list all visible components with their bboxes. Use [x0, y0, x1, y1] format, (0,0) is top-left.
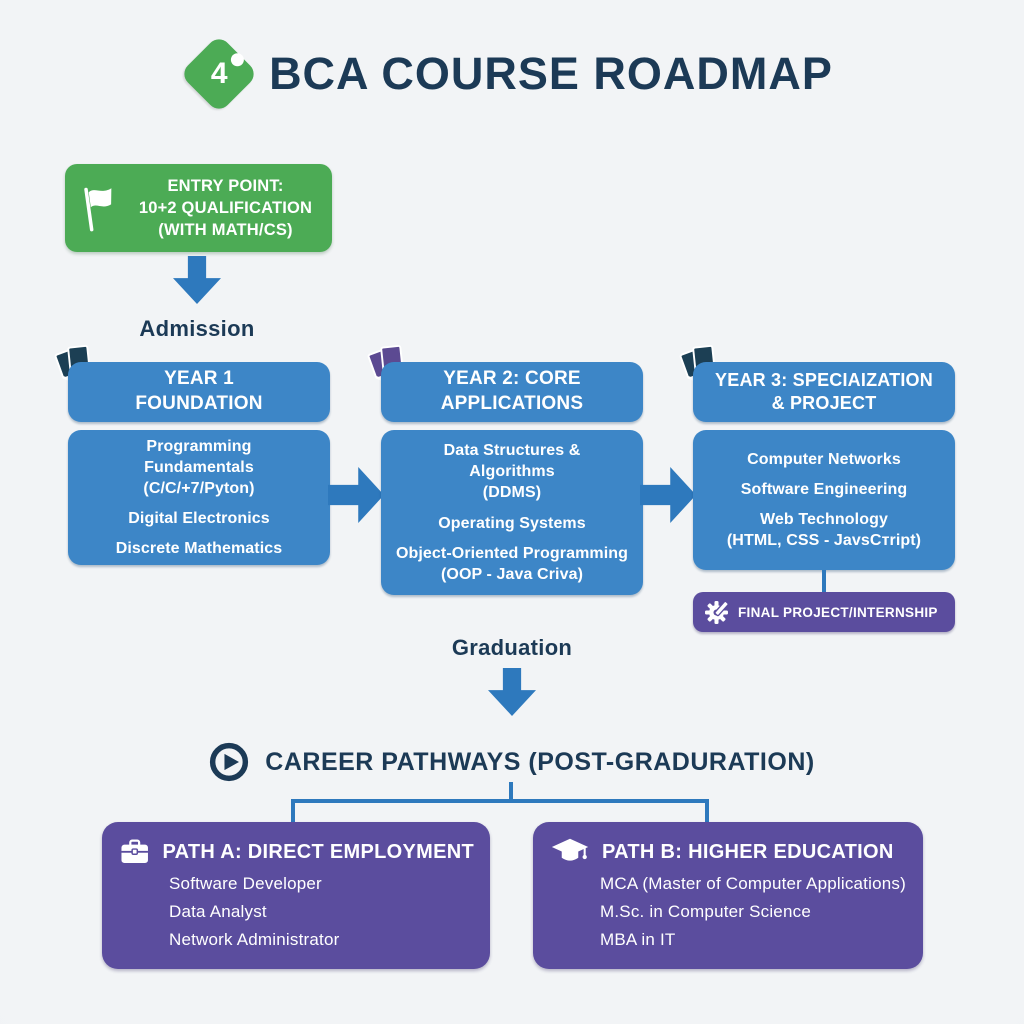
down-arrow-icon	[488, 668, 536, 716]
career-pathways-title: CAREER PATHWAYS (POST-GRADURATION)	[265, 747, 815, 776]
admission-label: Admission	[139, 316, 255, 341]
course-item: Computer Networks	[747, 450, 901, 468]
course-item: Software Engineering	[740, 480, 908, 498]
course-item: Programming Fundamentals (C/C/+7/Pyton)	[143, 437, 255, 497]
play-icon	[210, 742, 249, 782]
career-item: MCA (Master of Computer Applications)	[600, 874, 906, 893]
course-item: Object-Oriented Programming (OOP - Java …	[395, 544, 629, 583]
path-a-card: PATH A: DIRECT EMPLOYMENT Software Devel…	[102, 822, 490, 969]
briefcase-icon	[121, 839, 148, 864]
graduation-label: Graduation	[451, 635, 573, 660]
path-b-items: MCA (Master of Computer Applications) M.…	[600, 874, 907, 950]
page-title: BCA COURSE ROADMAP	[269, 48, 833, 99]
career-item: Data Analyst	[169, 902, 267, 921]
gear-icon	[705, 600, 729, 624]
course-item: Digital Electronics	[128, 510, 270, 528]
career-item: Network Administrator	[169, 930, 340, 949]
year-1-content-card: Programming Fundamentals (C/C/+7/Pyton) …	[68, 430, 330, 565]
career-pathways-heading: CAREER PATHWAYS (POST-GRADURATION)	[0, 740, 1024, 784]
path-b-header: PATH B: HIGHER EDUCATION	[551, 837, 907, 867]
path-b-card: PATH B: HIGHER EDUCATION MCA (Master of …	[533, 822, 923, 969]
connector-line	[822, 570, 826, 594]
course-item: Web Technology (HTML, CSS - JavsCтript)	[726, 511, 922, 550]
connector-line	[291, 799, 295, 825]
down-arrow-icon	[173, 256, 221, 304]
logo-dot	[230, 53, 244, 66]
year-1-header-card: YEAR 1 FOUNDATION	[68, 362, 330, 422]
career-item: Software Developer	[169, 874, 322, 893]
year-3-header-card: YEAR 3: SPECIAIZATION & PROJECT	[693, 362, 955, 422]
year-2-content-card: Data Structures & Algorithms (DDMS) Oper…	[381, 430, 643, 595]
logo-glyph: 4	[210, 57, 228, 90]
path-a-items: Software Developer Data Analyst Network …	[169, 874, 474, 950]
course-item: Operating Systems	[438, 514, 586, 532]
right-arrow-icon	[640, 467, 696, 523]
roadmap-logo-icon: 4	[179, 34, 259, 114]
course-item: Data Structures & Algorithms (DDMS)	[443, 442, 581, 502]
right-arrow-icon	[328, 467, 384, 523]
entry-point-text: ENTRY POINT: 10+2 QUALIFICATION (WITH MA…	[138, 176, 313, 240]
final-project-label: FINAL PROJECT/INTERNSHIP	[738, 604, 938, 620]
header: 4 BCA COURSE ROADMAP	[0, 34, 1024, 114]
final-project-card: FINAL PROJECT/INTERNSHIP	[693, 592, 955, 632]
connector-line	[705, 799, 709, 825]
path-a-title: PATH A: DIRECT EMPLOYMENT	[162, 840, 474, 863]
course-item: Discrete Mathematics	[115, 540, 283, 558]
year-2-header-card: YEAR 2: CORE APPLICATIONS	[381, 362, 643, 422]
connector-line	[509, 782, 513, 802]
entry-point-card: ENTRY POINT: 10+2 QUALIFICATION (WITH MA…	[65, 164, 332, 252]
path-b-title: PATH B: HIGHER EDUCATION	[602, 840, 894, 863]
graduation-cap-icon	[551, 838, 589, 861]
career-item: MBA in IT	[600, 930, 676, 949]
year-3-content-card: Computer Networks Software Engineering W…	[693, 430, 955, 570]
career-item: M.Sc. in Computer Science	[600, 902, 811, 921]
connector-line	[291, 799, 709, 803]
flag-icon	[84, 187, 112, 232]
path-a-header: PATH A: DIRECT EMPLOYMENT	[120, 837, 474, 867]
